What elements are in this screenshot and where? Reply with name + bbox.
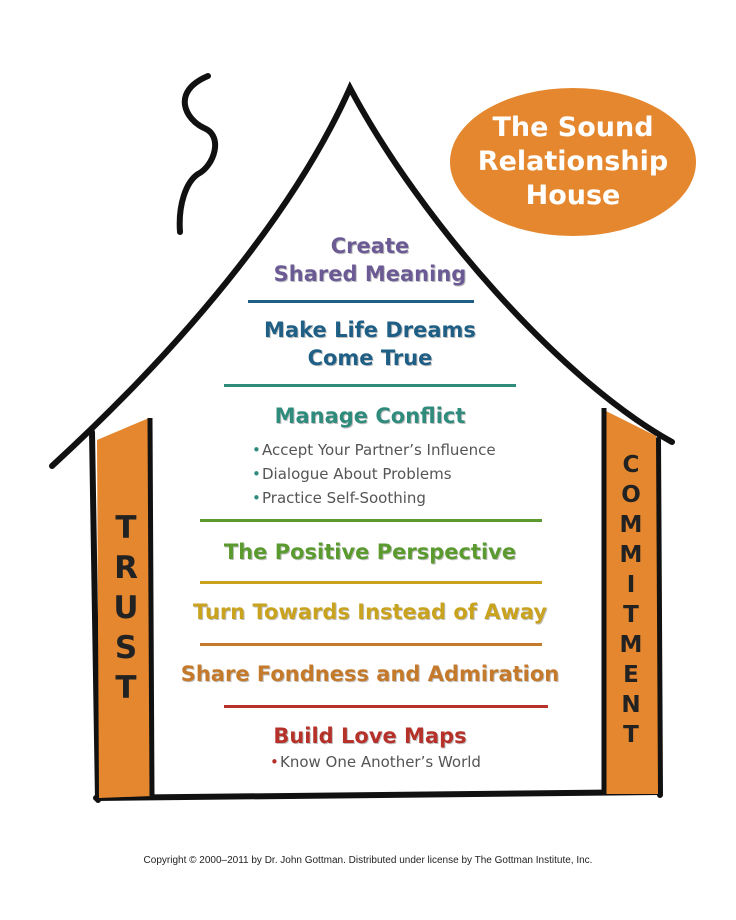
floor-build-love-maps: Build Love Maps (273, 724, 467, 748)
divider-3 (200, 519, 542, 522)
list-item: •Accept Your Partner’s Influence (252, 441, 496, 459)
title-badge-text: The Sound Relationship House (477, 112, 669, 211)
commitment-pillar-label: C O M M I T M E N T (619, 452, 643, 748)
floor-line (93, 789, 663, 801)
floor-make-life-dreams: Make Life Dreams Come True (264, 318, 476, 370)
divider-2 (224, 384, 516, 387)
floor-turn-towards: Turn Towards Instead of Away (192, 600, 548, 624)
list-item: •Know One Another’s World (270, 753, 481, 771)
love-maps-bullets: •Know One Another’s World (270, 750, 481, 774)
floor-create-shared-meaning: Create Shared Meaning (273, 234, 467, 286)
chimney-smoke (176, 73, 218, 235)
commitment-pillar-fill (604, 410, 658, 794)
divider-5 (200, 643, 542, 646)
divider-6 (224, 705, 548, 708)
floor-manage-conflict: Manage Conflict (274, 404, 466, 428)
divider-4 (200, 581, 542, 584)
right-wall-line (655, 437, 663, 798)
list-item: •Dialogue About Problems (252, 465, 452, 483)
floor-positive-perspective: The Positive Perspective (223, 540, 517, 564)
title-badge: The Sound Relationship House (450, 88, 696, 236)
roof-line (49, 81, 675, 469)
divider-1 (248, 300, 474, 303)
left-wall-line (89, 429, 101, 803)
copyright-notice: Copyright © 2000–2011 by Dr. John Gottma… (143, 855, 593, 866)
trust-pillar-label: T R U S T (113, 510, 139, 706)
manage-conflict-bullets: •Accept Your Partner’s Influence •Dialog… (252, 438, 496, 510)
floor-share-fondness: Share Fondness and Admiration (180, 662, 560, 686)
trust-pillar-fill (97, 418, 152, 798)
list-item: •Practice Self-Soothing (252, 489, 426, 507)
